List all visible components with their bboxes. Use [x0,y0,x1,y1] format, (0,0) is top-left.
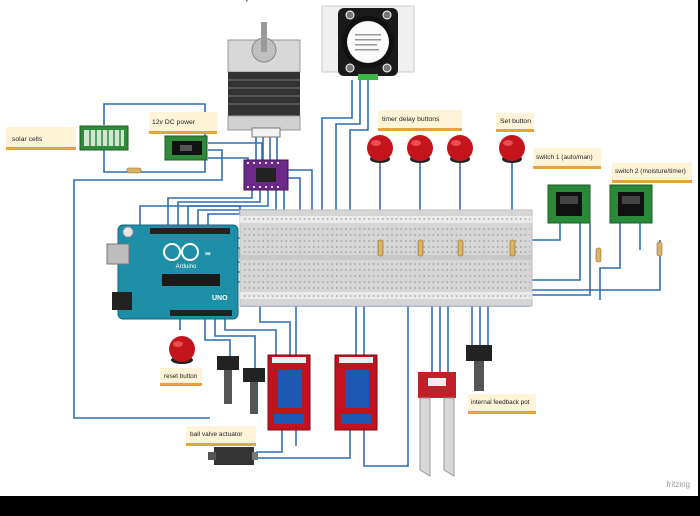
timer-delay-button-3[interactable] [447,135,473,163]
label-timer-text: timer delay buttons [382,116,440,123]
flow-sensor [321,5,415,80]
label-set-text: Set button [500,118,531,125]
label-switch1-text: switch 1 (auto/man) [536,154,593,161]
moisture-sensor [418,372,456,477]
label-solar-text: solar cells [12,136,43,143]
label-reset-button: reset button [160,368,202,386]
arduino-model-label: UNO [212,295,228,302]
timer-delay-button-1[interactable] [367,135,393,163]
timer-pot-1[interactable] [217,356,239,404]
label-solar-cells: solar cells [6,127,76,150]
label-12v-dc-power: 12v DC power [149,112,217,134]
label-switch2-text: switch 2 (moisture/timer) [615,168,686,175]
reset-button[interactable] [169,336,195,364]
switch-1[interactable] [547,184,591,224]
ball-valve-actuator [208,447,258,465]
label-pot-text: internal feedback pot [471,399,530,406]
label-switch-1: switch 1 (auto/man) [533,148,601,169]
label-internal-feedback-pot: internal feedback pot [468,394,536,414]
relay-2 [334,354,378,431]
stepper-driver [243,159,289,191]
resistors [126,167,663,263]
set-button[interactable] [499,135,525,163]
switch-2[interactable] [609,184,653,224]
dc-power-jack [164,135,208,161]
stepper-motor [227,22,301,138]
arduino-brand-label: Arduino [176,264,197,270]
relay-1 [267,354,311,431]
label-timer-delay-buttons: timer delay buttons [378,110,462,131]
label-reset-text: reset button [164,373,198,380]
arduino-board: Arduino ∞ UNO [106,224,239,320]
internal-feedback-pot[interactable] [466,345,492,391]
fritzing-watermark: fritzing [666,480,690,489]
breadboard [126,0,663,307]
label-set-button: Set button [496,113,534,132]
label-ball-valve-actuator: ball valve actuator [186,426,256,446]
label-switch-2: switch 2 (moisture/timer) [612,163,692,183]
timer-pot-2[interactable] [243,368,265,414]
label-dc-power-text: 12v DC power [152,119,196,126]
timer-delay-button-2[interactable] [407,135,433,163]
label-valve-text: ball valve actuator [190,431,243,438]
solar-cells [79,125,129,151]
arduino-logo-label: ∞ [205,249,211,258]
